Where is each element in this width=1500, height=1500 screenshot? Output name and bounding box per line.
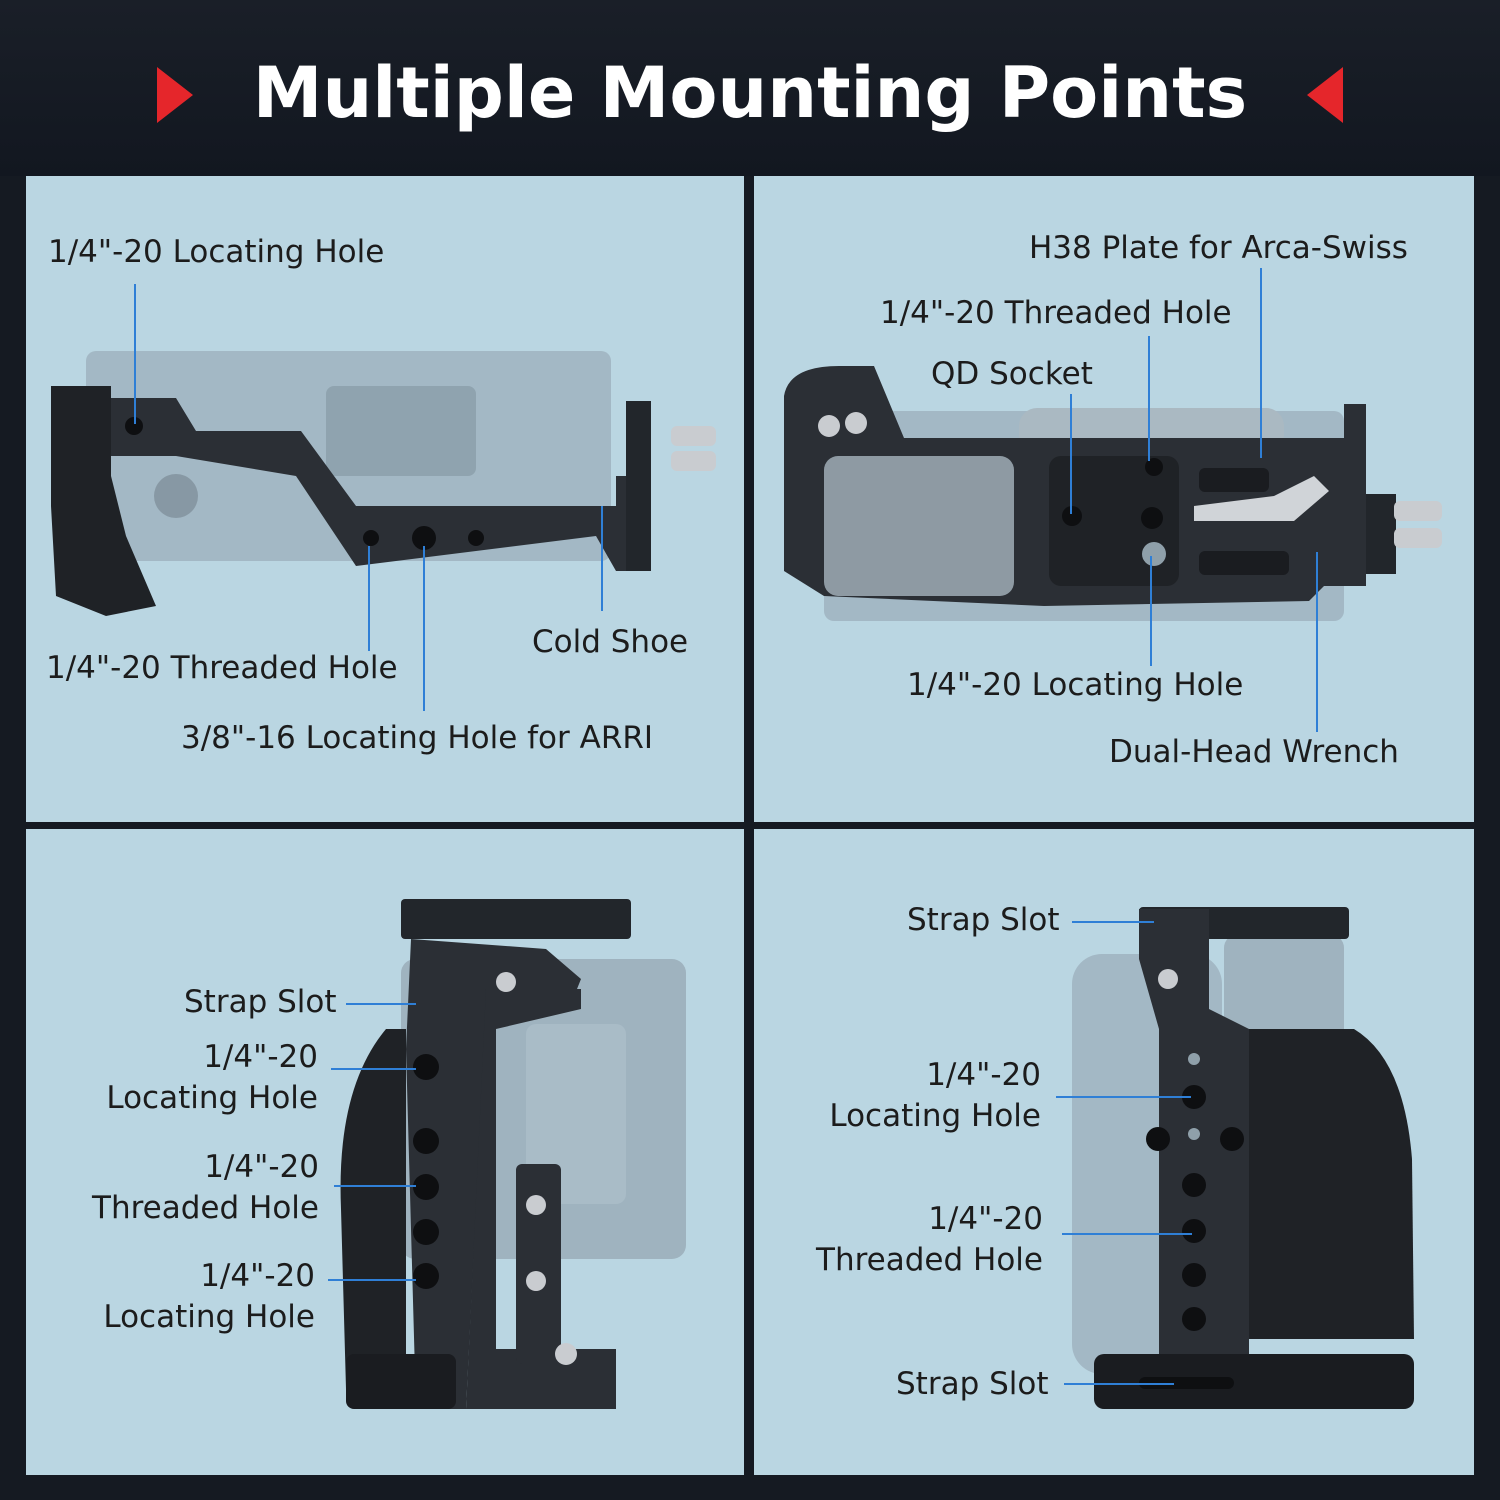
label-threaded-hole: 1/4"-20 Threaded Hole [46,650,398,686]
leader-threaded-hole [1148,336,1150,461]
label-locating-hole-1-text: Locating Hole [106,1080,318,1116]
page-title: Multiple Mounting Points [252,52,1248,134]
label-locating-hole-1-size: 1/4"-20 [203,1039,318,1075]
leader-locating-hole [134,284,136,424]
label-threaded-hole-size: 1/4"-20 [204,1149,319,1185]
panel-right-side-view: Strap Slot 1/4"-20 Locating Hole 1/4"-20… [754,829,1474,1475]
leader-locating-hole-2 [328,1279,416,1281]
label-h38-plate: H38 Plate for Arca-Swiss [1029,230,1408,266]
leader-locating-hole [1150,556,1152,666]
leader-h38-plate [1260,268,1262,458]
cage-bottom-view-illustration [784,366,1442,621]
leader-strap-slot-top [1072,921,1154,923]
label-locating-hole-size: 1/4"-20 [926,1057,1041,1093]
panel-top-view: 1/4"-20 Locating Hole 1/4"-20 Threaded H… [26,176,744,822]
cage-left-side-illustration [340,899,686,1409]
label-arri-hole: 3/8"-16 Locating Hole for ARRI [181,720,654,756]
label-cold-shoe: Cold Shoe [532,624,689,660]
label-strap-slot-top: Strap Slot [907,902,1060,938]
leader-arri-hole [423,546,425,711]
label-locating-hole-text: Locating Hole [829,1098,1041,1134]
label-threaded-hole-text: Threaded Hole [816,1242,1043,1278]
label-strap-slot: Strap Slot [184,984,337,1020]
leader-strap-slot-bottom [1064,1383,1174,1385]
leader-locating-hole [1056,1096,1191,1098]
leader-qd-socket [1070,394,1072,514]
leader-wrench [1316,552,1318,732]
panel-left-side-view: Strap Slot 1/4"-20 Locating Hole 1/4"-20… [26,829,744,1475]
label-wrench: Dual-Head Wrench [1109,734,1399,770]
label-threaded-hole-size: 1/4"-20 [928,1201,1043,1237]
leader-locating-hole-1 [331,1068,416,1070]
label-threaded-hole: 1/4"-20 Threaded Hole [880,295,1232,331]
cage-right-side-illustration [1072,907,1414,1409]
leader-threaded-hole [368,546,370,651]
play-triangle-icon [157,67,193,123]
cage-top-view-illustration [51,351,716,616]
label-locating-hole: 1/4"-20 Locating Hole [48,234,385,270]
panel-bottom-view: H38 Plate for Arca-Swiss 1/4"-20 Threade… [754,176,1474,822]
label-qd-socket: QD Socket [931,356,1093,392]
leader-cold-shoe [601,506,603,611]
header-band [0,0,1500,176]
label-threaded-hole-text: Threaded Hole [92,1190,319,1226]
label-locating-hole: 1/4"-20 Locating Hole [907,667,1244,703]
leader-threaded-hole [334,1185,416,1187]
reverse-triangle-icon [1307,67,1343,123]
leader-threaded-hole [1062,1233,1192,1235]
label-strap-slot-bottom: Strap Slot [896,1366,1049,1402]
label-locating-hole-2-text: Locating Hole [103,1299,315,1335]
leader-strap-slot [346,1003,416,1005]
label-locating-hole-2-size: 1/4"-20 [200,1258,315,1294]
